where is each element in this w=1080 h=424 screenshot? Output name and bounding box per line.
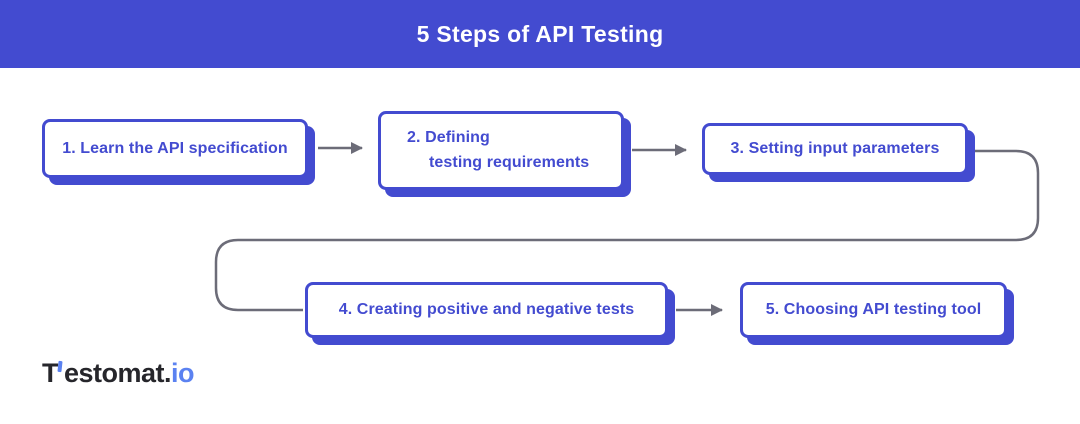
step-2-line-1: 2. Defining (407, 128, 490, 146)
step-box-4: 4. Creating positive and negative tests (305, 282, 668, 338)
step-box-5: 5. Choosing API testing tool (740, 282, 1007, 338)
step-box-3: 3. Setting input parameters (702, 123, 968, 175)
header-banner: 5 Steps of API Testing (0, 0, 1080, 68)
step-3-label: 3. Setting input parameters (730, 140, 940, 157)
page-title: 5 Steps of API Testing (416, 20, 664, 47)
logo-suffix: io (171, 358, 195, 388)
step-5-label: 5. Choosing API testing tool (765, 301, 982, 318)
logo-tick-icon (57, 360, 63, 373)
step-4-label: 4. Creating positive and negative tests (338, 301, 635, 318)
logo-brand-rest: estomat. (64, 358, 172, 388)
step-1-label: 1. Learn the API specification (62, 139, 288, 157)
step-2-line-2: testing requirements (429, 153, 590, 171)
step-box-1: 1. Learn the API specification (42, 119, 308, 178)
step-2-label: 2. Defining testing requirements (407, 126, 589, 176)
step-box-2: 2. Defining testing requirements (378, 111, 624, 190)
logo-first-letter: T (42, 358, 59, 388)
